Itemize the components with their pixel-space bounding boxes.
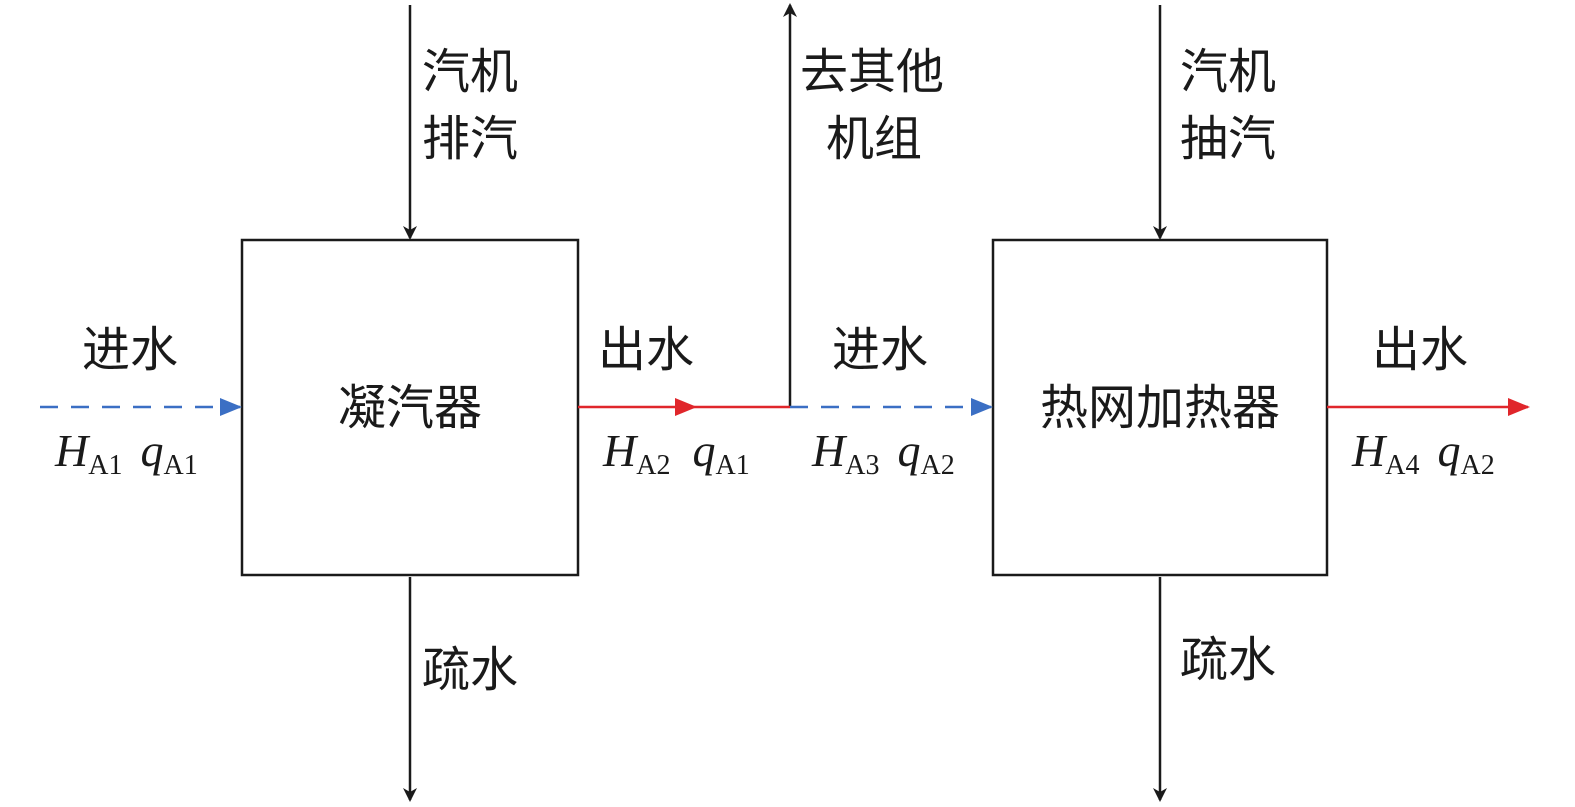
condenser-out-q-sub: A1 [715,450,749,481]
heater-steam-label-line1: 汽机 [1180,44,1276,100]
heater-water-in-label: 进水 [832,322,928,378]
condenser-water-in-label: 进水 [82,322,178,378]
branch-label-line2: 机组 [826,111,922,167]
condenser-water-out-symbols: HA2 qA1 [602,425,750,481]
heater-in-h-sub: A3 [845,450,879,481]
heater-drain-label: 疏水 [1180,632,1276,688]
condenser-water-out-arrowhead [675,398,697,416]
condenser-drain-label: 疏水 [422,642,518,698]
condenser-steam-label-line1: 汽机 [422,44,518,100]
heater-water-out-label: 出水 [1372,322,1468,378]
heater-name: 热网加热器 [1040,380,1280,436]
condenser-out-h-sub: A2 [636,450,670,481]
condenser-water-out-label: 出水 [598,322,694,378]
heater-in-h-symbol: H [811,425,848,476]
condenser-in-q-sub: A1 [163,450,197,481]
condenser-in-h-sub: A1 [88,450,122,481]
condenser-name: 凝汽器 [338,380,482,436]
heater-out-q-sub: A2 [1460,450,1494,481]
condenser-steam-label-line2: 排汽 [422,111,518,167]
heater-water-in-symbols: HA3 qA2 [811,425,955,481]
condenser-out-q-symbol: q [692,425,715,476]
heater-in-q-symbol: q [897,425,920,476]
heater-water-out-symbols: HA4 qA2 [1351,425,1495,481]
heater-out-h-symbol: H [1351,425,1388,476]
heater-out-h-sub: A4 [1385,450,1419,481]
condenser-in-q-symbol: q [140,425,163,476]
condenser-out-h-symbol: H [602,425,639,476]
condenser-in-h-symbol: H [54,425,91,476]
heater-out-q-symbol: q [1437,425,1460,476]
heater-steam-label-line2: 抽汽 [1180,111,1276,167]
branch-label-line1: 去其他 [800,44,944,100]
heater-in-q-sub: A2 [920,450,954,481]
